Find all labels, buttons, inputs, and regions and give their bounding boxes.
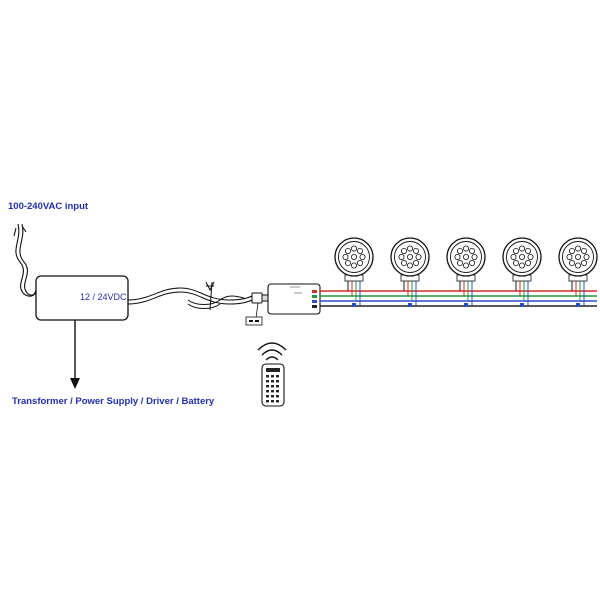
dc-plug — [251, 292, 269, 304]
ac-input-label: 100-240VAC input — [8, 201, 89, 212]
power-supply-box — [35, 275, 129, 321]
power-source-caption: Transformer / Power Supply / Driver / Ba… — [12, 396, 215, 407]
dc-output-cable — [127, 281, 253, 311]
ac-input-cable — [13, 223, 37, 297]
led-downlight-icon — [446, 237, 486, 307]
led-downlight-icon — [502, 237, 542, 307]
bus-wires — [320, 290, 597, 307]
led-lights — [334, 237, 598, 307]
wifi-signal-icon — [257, 342, 287, 361]
led-downlight-icon — [558, 237, 598, 307]
led-downlight-icon — [390, 237, 430, 307]
power-supply-arrow — [70, 320, 80, 389]
led-downlight-icon — [334, 237, 374, 307]
ir-remote-icon — [261, 363, 285, 407]
dc-output-label: 12 / 24VDC — [80, 292, 127, 302]
controller-box — [267, 283, 321, 315]
ir-receiver — [245, 302, 263, 326]
